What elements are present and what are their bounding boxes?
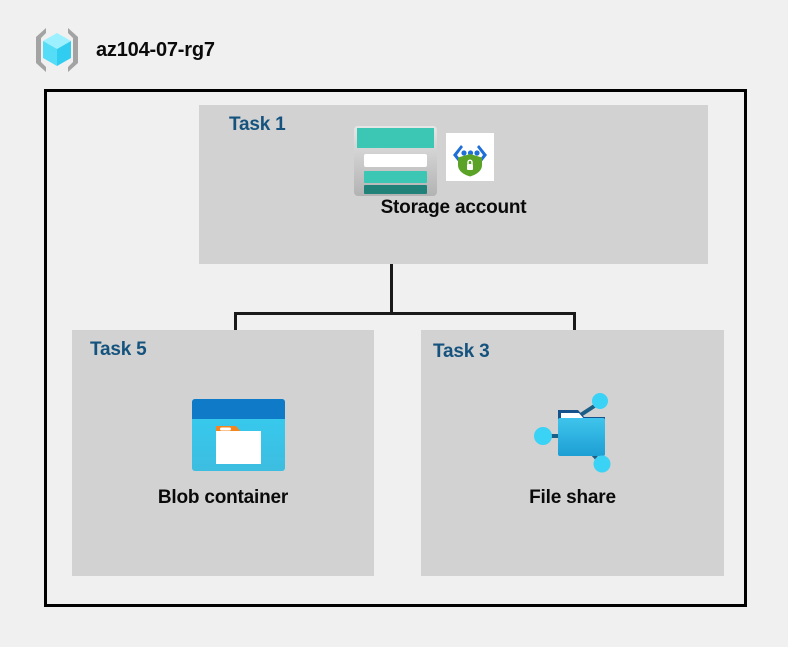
connector-horizontal-bus	[234, 312, 576, 315]
task-label-5: Task 5	[90, 339, 147, 360]
secure-endpoint-shield-icon	[446, 133, 494, 186]
task-panel-blob-container: Task 5 Blob container	[72, 330, 374, 576]
resource-label-file-share: File share	[529, 487, 616, 508]
resource-label-storage-account: Storage account	[380, 197, 527, 218]
connector-storage-trunk	[390, 232, 393, 314]
task-panel-storage-account: Task 1	[199, 105, 708, 264]
resource-group-boundary	[44, 89, 747, 607]
file-share-icon	[531, 388, 621, 478]
task-label-3: Task 3	[433, 341, 490, 362]
resource-label-blob-container: Blob container	[157, 487, 289, 508]
diagram-header: az104-07-rg7	[30, 24, 480, 76]
blob-container-icon	[192, 399, 285, 476]
storage-account-icon	[353, 125, 438, 202]
task-label-1: Task 1	[229, 114, 286, 135]
resource-group-icon	[30, 25, 84, 75]
task-panel-file-share: Task 3 File share	[421, 330, 724, 576]
page-title: az104-07-rg7	[96, 38, 215, 61]
